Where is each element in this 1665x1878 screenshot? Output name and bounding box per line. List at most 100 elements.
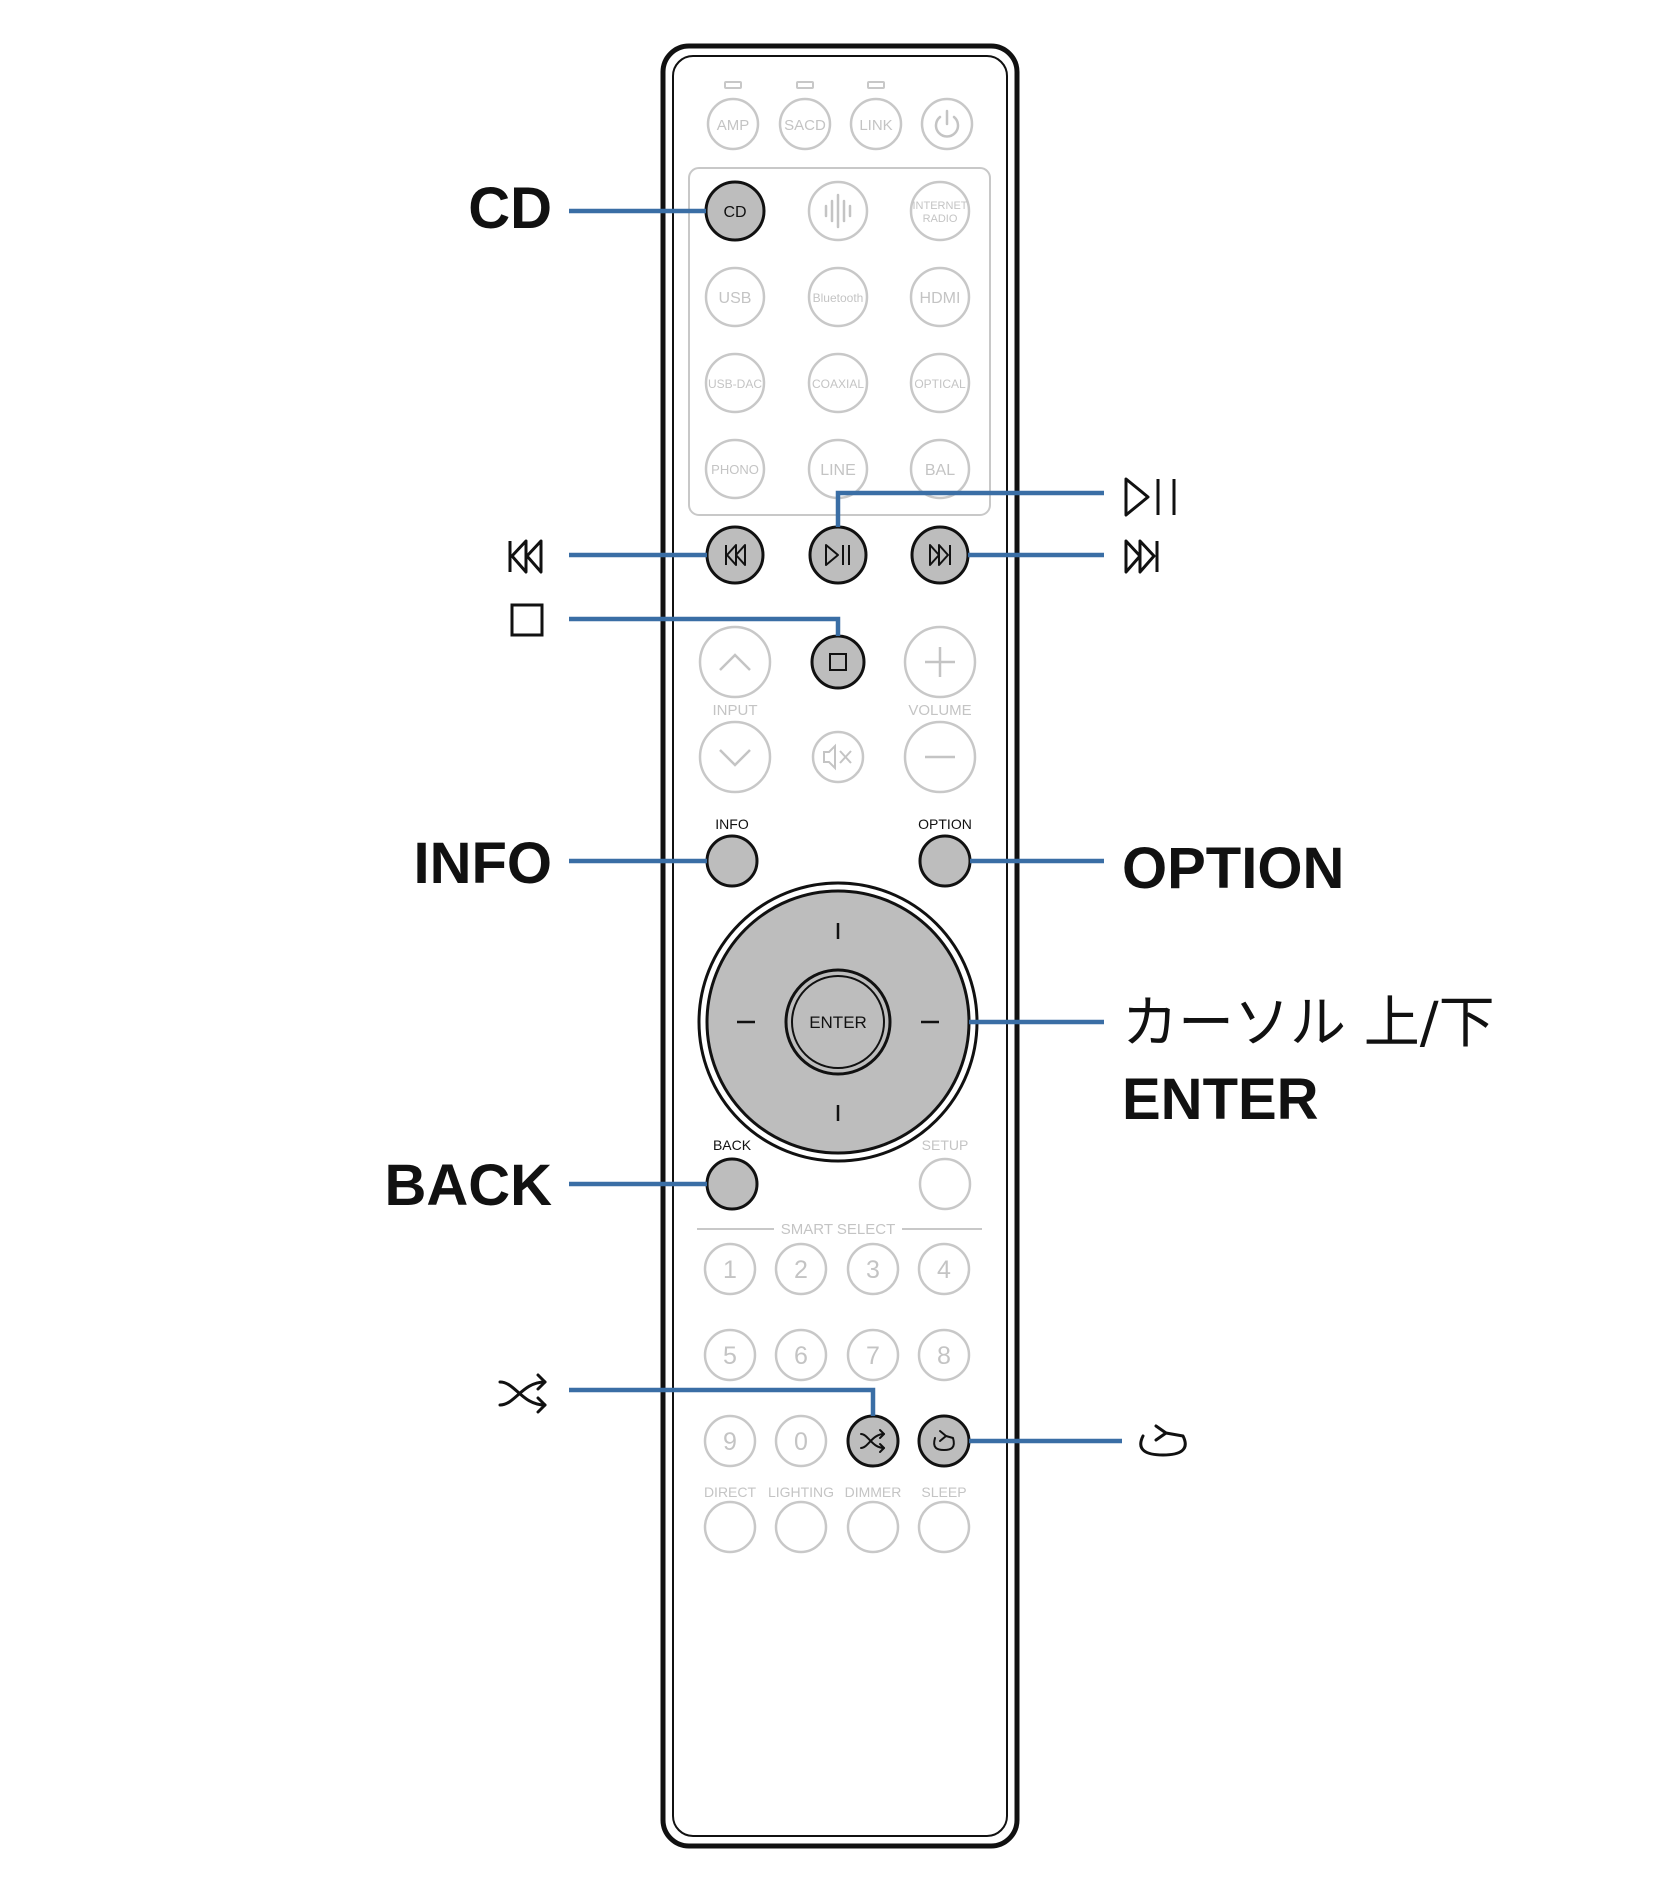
bluetooth-button[interactable] — [807, 266, 869, 328]
number-key-9-label: 9 — [723, 1428, 737, 1456]
option-button-label: OPTION — [918, 816, 972, 832]
hdmi-button[interactable] — [909, 266, 971, 328]
link-label: LINK — [859, 117, 892, 134]
number-key-5[interactable] — [703, 1328, 757, 1382]
direct-button[interactable] — [703, 1500, 757, 1554]
internet-radio-label-2: RADIO — [923, 213, 958, 225]
lighting-label: LIGHTING — [768, 1484, 834, 1500]
random-button[interactable] — [846, 1414, 900, 1468]
callout-shuffle-icon — [498, 1373, 547, 1414]
callout-skip-next-icon — [1124, 539, 1159, 574]
info-button[interactable] — [705, 834, 759, 888]
option-button[interactable] — [918, 834, 972, 888]
direct-label: DIRECT — [704, 1484, 757, 1500]
callout-back: BACK — [384, 1153, 552, 1218]
usb-dac-button[interactable] — [704, 352, 766, 414]
number-key-2[interactable] — [774, 1242, 828, 1296]
callout-skip-previous-icon — [508, 539, 543, 574]
amp-button[interactable] — [706, 97, 760, 151]
input-down-button[interactable] — [698, 720, 772, 794]
heos-icon — [824, 193, 852, 229]
bluetooth-label: Bluetooth — [813, 291, 864, 305]
callout-play-pause-icon — [1124, 477, 1176, 517]
callout-cursor: カーソル 上/下 — [1122, 991, 1495, 1056]
number-key-7[interactable] — [846, 1328, 900, 1382]
number-key-1-label: 1 — [723, 1256, 737, 1284]
info-button-label: INFO — [715, 816, 749, 832]
callout-stop-icon — [510, 603, 544, 637]
number-key-7-label: 7 — [866, 1342, 880, 1370]
number-key-8[interactable] — [917, 1328, 971, 1382]
callout-option: OPTION — [1122, 836, 1344, 901]
number-key-6[interactable] — [774, 1328, 828, 1382]
sacd-label: SACD — [784, 117, 826, 134]
number-key-1[interactable] — [703, 1242, 757, 1296]
number-key-0-label: 0 — [794, 1428, 808, 1456]
skip-previous-icon — [725, 544, 746, 566]
sleep-label: SLEEP — [921, 1484, 966, 1500]
callout-repeat-icon — [1139, 1424, 1187, 1457]
amp-label: AMP — [717, 117, 750, 134]
number-key-2-label: 2 — [794, 1256, 808, 1284]
link-button[interactable] — [849, 97, 903, 151]
mute-button[interactable] — [811, 730, 865, 784]
leader-random — [569, 1387, 876, 1416]
bal-button[interactable] — [909, 438, 971, 500]
cd-button-label: CD — [723, 204, 746, 221]
leader-play-pause — [835, 490, 1104, 527]
number-key-9[interactable] — [703, 1414, 757, 1468]
internet-radio-button[interactable] — [909, 180, 971, 242]
mute-icon — [823, 743, 852, 771]
callout-cd: CD — [468, 176, 552, 241]
enter-button[interactable] — [784, 968, 892, 1076]
chevron-up-icon — [719, 653, 751, 671]
cursor-marks — [737, 923, 939, 1121]
number-key-3[interactable] — [846, 1242, 900, 1296]
sleep-button[interactable] — [917, 1500, 971, 1554]
power-icon — [934, 109, 960, 138]
callout-info: INFO — [413, 831, 552, 896]
stop-button[interactable] — [810, 634, 866, 690]
internet-radio-label-1: INTERNET — [913, 200, 968, 212]
dimmer-button[interactable] — [846, 1500, 900, 1554]
optical-button[interactable] — [909, 352, 971, 414]
indicator-leds — [724, 81, 885, 89]
usb-dac-label: USB-DAC — [708, 377, 762, 391]
dimmer-label: DIMMER — [845, 1484, 902, 1500]
usb-button[interactable] — [704, 266, 766, 328]
input-label: INPUT — [713, 702, 758, 719]
chevron-down-icon — [719, 749, 751, 767]
back-button[interactable] — [705, 1157, 759, 1211]
bal-label: BAL — [925, 462, 955, 479]
hdmi-label: HDMI — [920, 290, 961, 307]
volume-label: VOLUME — [908, 702, 971, 719]
input-up-button[interactable] — [698, 625, 772, 699]
smart-select-label: SMART SELECT — [781, 1221, 895, 1238]
phono-label: PHONO — [711, 462, 759, 477]
shuffle-icon — [860, 1429, 885, 1453]
back-button-label: BACK — [713, 1137, 752, 1153]
number-key-5-label: 5 — [723, 1342, 737, 1370]
setup-button[interactable] — [918, 1157, 972, 1211]
usb-label: USB — [719, 290, 752, 307]
stop-icon — [829, 653, 847, 671]
repeat-icon — [933, 1430, 955, 1451]
lighting-button[interactable] — [774, 1500, 828, 1554]
enter-button-inner-ring — [791, 975, 885, 1069]
plus-icon — [925, 647, 955, 677]
skip-next-icon — [929, 544, 951, 566]
number-key-4-label: 4 — [937, 1256, 951, 1284]
number-key-0[interactable] — [774, 1414, 828, 1468]
number-key-4[interactable] — [917, 1242, 971, 1296]
repeat-button[interactable] — [917, 1414, 971, 1468]
enter-button-label: ENTER — [809, 1013, 867, 1032]
number-key-8-label: 8 — [937, 1342, 951, 1370]
phono-button[interactable] — [704, 438, 766, 500]
coaxial-button[interactable] — [807, 352, 869, 414]
line-label: LINE — [820, 462, 856, 479]
number-key-3-label: 3 — [866, 1256, 880, 1284]
setup-button-label: SETUP — [922, 1137, 969, 1153]
sacd-button[interactable] — [778, 97, 832, 151]
leader-stop — [569, 616, 841, 636]
